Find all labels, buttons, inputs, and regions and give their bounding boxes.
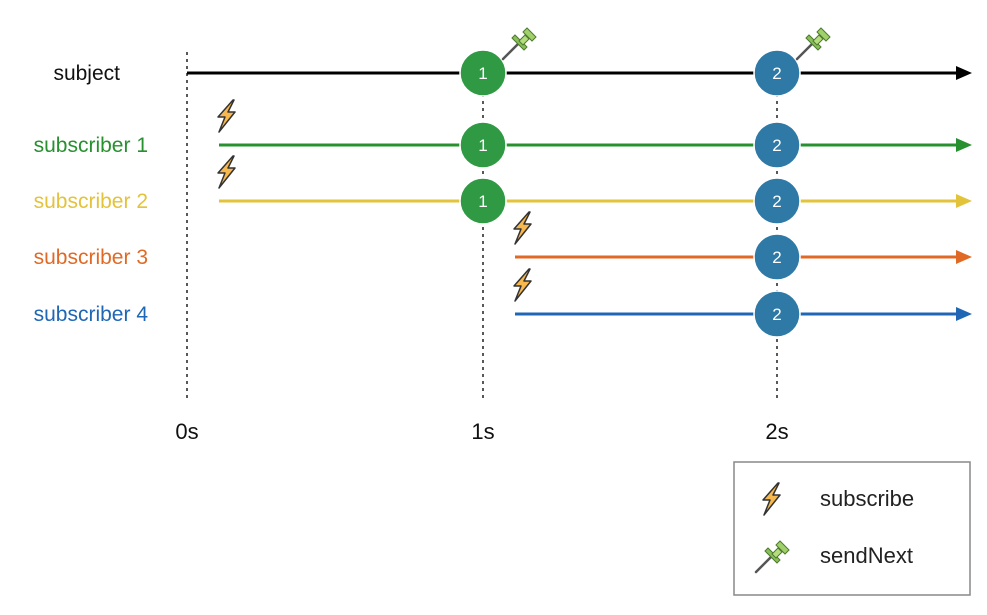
legend-box [733,461,971,596]
event-value: 2 [772,64,781,83]
timeline-row: subscriber 2 1 2 [34,155,972,225]
event-value: 2 [772,192,781,211]
event-marble: 2 [753,233,801,281]
row-label: subscriber 4 [34,303,149,326]
row-label: subscriber 3 [34,246,148,269]
timeline-arrowhead [956,307,972,321]
timeline-row: subscriber 3 2 [34,211,972,281]
event-value: 1 [478,136,487,155]
timeline-arrowhead [956,250,972,264]
pushpin-icon [501,26,538,61]
event-marble: 1 [459,177,507,225]
event-value: 2 [772,136,781,155]
timeline-arrowhead [956,66,972,80]
event-marble: 2 [753,177,801,225]
timeline-row: subject 1 2 [53,26,972,97]
event-value: 2 [772,305,781,324]
row-label: subject [53,62,120,85]
event-marble: 2 [753,121,801,169]
event-value: 1 [478,64,487,83]
time-tick-label: 2s [765,419,788,444]
timeline-row: subscriber 1 1 2 [34,99,972,169]
lightning-bolt-icon [217,155,236,189]
lightning-bolt-icon [513,211,532,245]
event-marble: 1 [459,49,507,97]
row-label: subscriber 1 [34,134,148,157]
event-value: 1 [478,192,487,211]
event-value: 2 [772,248,781,267]
timeline-row: subscriber 4 2 [34,268,972,338]
event-marble: 2 [753,49,801,97]
timeline-arrowhead [956,138,972,152]
event-marble: 2 [753,290,801,338]
legend-send-next-label: sendNext [820,543,913,568]
time-tick-label: 0s [175,419,198,444]
lightning-bolt-icon [217,99,236,133]
lightning-bolt-icon [513,268,532,302]
event-marble: 1 [459,121,507,169]
timeline-arrowhead [956,194,972,208]
time-tick-label: 1s [471,419,494,444]
legend-subscribe-label: subscribe [820,486,914,511]
legend: subscribe sendNext [733,461,971,596]
pushpin-icon [795,26,832,61]
row-label: subscriber 2 [34,190,148,213]
